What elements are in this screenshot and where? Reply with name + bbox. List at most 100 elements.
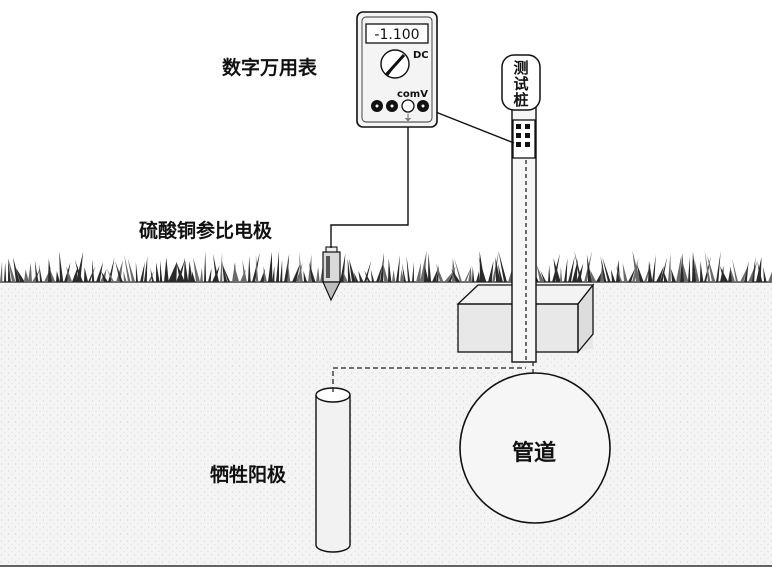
grass-blade	[252, 252, 260, 282]
grass-blade	[204, 250, 207, 282]
grass-blade	[212, 265, 220, 282]
grass-blade	[44, 266, 52, 282]
grass-blade	[464, 265, 473, 282]
grass-blade	[436, 264, 439, 282]
grass-blade	[468, 267, 472, 282]
soil	[0, 282, 772, 567]
grass-blade	[396, 254, 401, 282]
grass-blade	[140, 262, 145, 282]
grass-blade	[39, 264, 43, 282]
grass-blade	[380, 252, 384, 282]
grass-blade	[488, 260, 494, 282]
grass-blade	[160, 260, 163, 282]
grass-blade	[220, 252, 223, 282]
grass-blade	[728, 266, 733, 282]
grass-blade	[752, 256, 756, 282]
grass	[0, 250, 772, 282]
test-post-wire	[422, 106, 515, 144]
grass-blade	[553, 258, 561, 282]
grass-blade	[622, 263, 628, 282]
grass-blade	[127, 258, 136, 282]
grass-blade	[233, 263, 240, 282]
grass-blade	[299, 252, 303, 282]
grass-blade	[74, 259, 83, 282]
grass-blade	[610, 269, 616, 282]
grass-blade	[478, 256, 487, 282]
grass-blade	[694, 258, 700, 282]
grass-blade	[406, 256, 411, 282]
grass-blade	[184, 257, 189, 282]
grass-blade	[0, 261, 3, 282]
test-post-label-3: 桩	[513, 91, 528, 109]
sacrificial-anode	[315, 387, 351, 553]
grass-blade	[115, 261, 123, 282]
grass-blade	[716, 251, 721, 282]
grass-blade	[479, 251, 485, 282]
grass-blade	[692, 251, 697, 282]
grass-blade	[347, 258, 351, 282]
grass-blade	[660, 257, 668, 282]
grass-blade	[768, 271, 772, 282]
grass-blade	[144, 256, 148, 282]
grass-blade	[388, 258, 392, 282]
grass-blade	[652, 254, 656, 282]
grass-blade	[172, 261, 178, 282]
grass-blade	[242, 260, 248, 282]
grass-blade	[615, 265, 623, 282]
grass-blade	[416, 262, 421, 282]
grass-blade	[671, 268, 676, 282]
grass-blade	[176, 260, 185, 282]
meter-mode: DC	[413, 50, 429, 61]
grass-blade	[28, 262, 33, 282]
grass-blade	[123, 270, 127, 282]
grass-blade	[287, 258, 291, 282]
grass-blade	[574, 250, 583, 282]
grass-blade	[49, 269, 56, 282]
grass-blade	[424, 265, 429, 282]
grass-blade	[428, 252, 432, 282]
grass-blade	[732, 258, 739, 282]
test-post	[501, 54, 541, 363]
grass-blade	[676, 255, 682, 282]
grass-blade	[700, 261, 704, 282]
grass-blade	[92, 259, 95, 282]
grass-blade	[59, 250, 64, 282]
grass-blade	[353, 271, 359, 282]
grass-blade	[763, 267, 767, 282]
grass-blade	[24, 269, 29, 282]
grass-blade	[292, 263, 301, 282]
grass-blade	[88, 266, 96, 282]
grass-blade	[572, 259, 578, 282]
grass-blade	[495, 257, 501, 282]
grass-blade	[476, 271, 481, 282]
grass-blade	[412, 262, 415, 282]
grass-blade	[222, 261, 228, 282]
meter-ground-symbol: ⏚	[403, 113, 412, 124]
grass-blade	[96, 261, 104, 282]
grass-blade	[16, 268, 25, 282]
grass-blade	[106, 268, 115, 282]
grass-blade	[564, 257, 568, 282]
grass-blade	[8, 259, 11, 282]
grass-blade	[492, 250, 499, 282]
grass-blade	[200, 267, 203, 282]
grass-blade	[308, 261, 316, 282]
anode-connection-wire	[332, 367, 526, 392]
grass-blade	[263, 265, 267, 282]
grass-blade	[296, 262, 303, 282]
grass-blade	[124, 254, 131, 282]
digital-multimeter	[356, 11, 438, 128]
grass-blade	[116, 260, 123, 282]
grass-blade	[707, 254, 716, 282]
grass-blade	[7, 257, 16, 282]
test-post-label-2: 试	[513, 75, 528, 93]
grass-blade	[600, 261, 605, 282]
grass-blade	[358, 270, 364, 282]
grass-blade	[135, 261, 139, 282]
grass-blade	[84, 267, 89, 282]
grass-blade	[757, 260, 763, 282]
grass-blade	[584, 250, 593, 282]
grass-blade	[548, 264, 551, 282]
